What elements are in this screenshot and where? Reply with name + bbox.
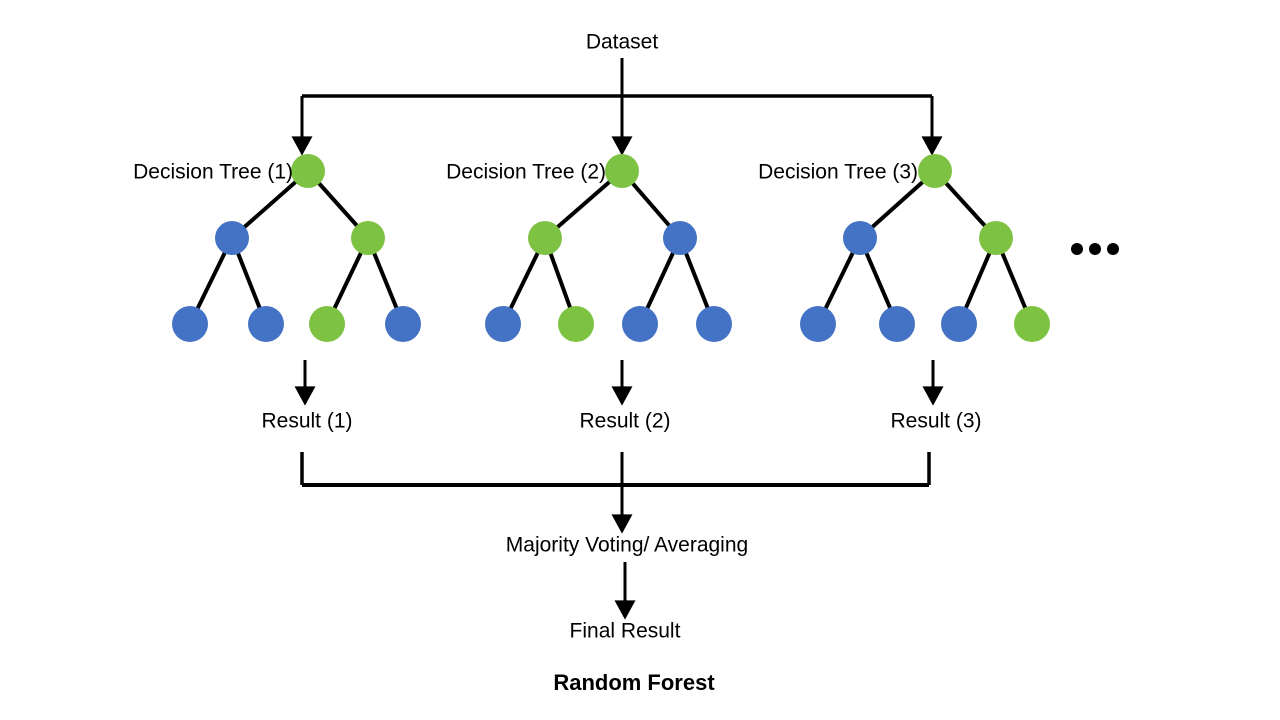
tree-3-node-l2b bbox=[979, 221, 1013, 255]
diagram-title: Random Forest bbox=[553, 670, 715, 695]
tree-1-node-l3c bbox=[309, 306, 345, 342]
tree-3-node-root bbox=[918, 154, 952, 188]
tree-nodes bbox=[172, 154, 1050, 342]
tree-1-node-l3d bbox=[385, 306, 421, 342]
tree-1-node-root bbox=[291, 154, 325, 188]
decision-tree-1-label: Decision Tree (1) bbox=[133, 160, 293, 184]
tree-3-node-l2a bbox=[843, 221, 877, 255]
tree-1-node-l2a bbox=[215, 221, 249, 255]
final-result-label: Final Result bbox=[569, 619, 681, 643]
result-3-label: Result (3) bbox=[890, 409, 982, 433]
result-2-label: Result (2) bbox=[579, 409, 671, 433]
ellipsis-dot-3 bbox=[1107, 243, 1119, 255]
tree-2-node-l3d bbox=[696, 306, 732, 342]
dataset-label: Dataset bbox=[585, 30, 659, 54]
tree-2-node-l3c bbox=[622, 306, 658, 342]
ellipsis-icon bbox=[1071, 243, 1119, 255]
tree-2-edge-root-l2a bbox=[543, 169, 624, 240]
majority-voting-label: Majority Voting/ Averaging bbox=[505, 533, 749, 557]
tree-3-node-l3b bbox=[879, 306, 915, 342]
tree-edges bbox=[188, 169, 1034, 325]
decision-tree-2-label: Decision Tree (2) bbox=[446, 160, 606, 184]
tree-2-node-l3b bbox=[558, 306, 594, 342]
tree-3-node-l3a bbox=[800, 306, 836, 342]
connector-lines bbox=[291, 58, 944, 620]
tree-2-node-root bbox=[605, 154, 639, 188]
result-1-label: Result (1) bbox=[261, 409, 353, 433]
tree-3-node-l3c bbox=[941, 306, 977, 342]
decision-tree-3-label: Decision Tree (3) bbox=[758, 160, 918, 184]
ellipsis-dot-1 bbox=[1071, 243, 1083, 255]
tree-3-node-l3d bbox=[1014, 306, 1050, 342]
tree-1-node-l3b bbox=[248, 306, 284, 342]
tree-1-node-l3a bbox=[172, 306, 208, 342]
tree-1-node-l2b bbox=[351, 221, 385, 255]
tree-2-node-l3a bbox=[485, 306, 521, 342]
ellipsis-dot-2 bbox=[1089, 243, 1101, 255]
tree-2-node-l2a bbox=[528, 221, 562, 255]
tree-2-node-l2b bbox=[663, 221, 697, 255]
